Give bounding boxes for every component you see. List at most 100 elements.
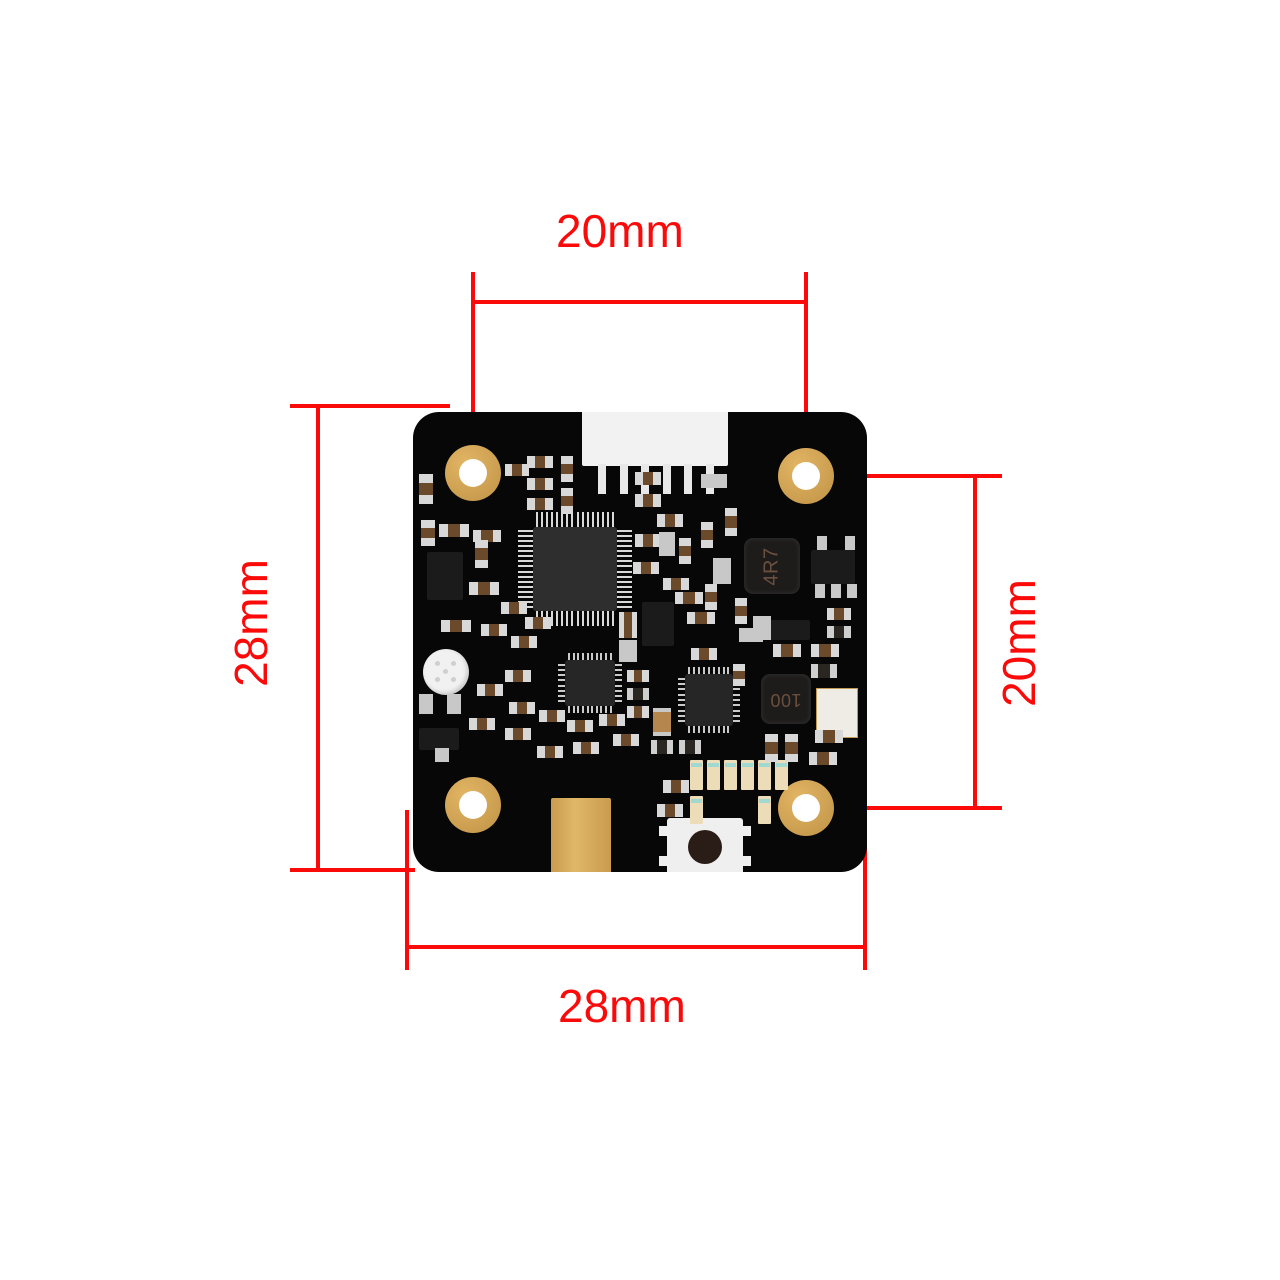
osd-pads-bottom — [687, 726, 731, 733]
smd-resistor — [599, 714, 625, 726]
smd-resistor-dark — [827, 626, 851, 638]
esc-pad-2 — [707, 760, 720, 790]
smd-resistor — [505, 670, 531, 682]
smd-resistor — [613, 734, 639, 746]
smd-resistor — [635, 472, 661, 485]
barometer-sensor — [423, 649, 469, 695]
dimension-line-left — [316, 404, 320, 872]
inductor-100: 100 — [761, 674, 811, 724]
smd-pad — [447, 694, 461, 714]
smd-resistor — [691, 648, 717, 660]
dimension-extension-top-right — [804, 272, 808, 476]
dimension-extension-top-left — [471, 272, 475, 472]
smd-capacitor-tan — [653, 712, 671, 732]
smd-resistor — [827, 608, 851, 620]
smd-pad — [435, 748, 449, 762]
smd-capacitor — [713, 558, 731, 584]
smd-resistor — [705, 584, 717, 610]
smd-resistor — [663, 578, 689, 590]
battery-solder-pad — [551, 798, 611, 872]
dimension-line-top — [471, 300, 808, 304]
esc-pad-3 — [724, 760, 737, 790]
mcu-pins-top — [536, 512, 614, 527]
smd-ic-small — [427, 552, 463, 600]
boot-button[interactable] — [667, 818, 743, 872]
pcb-board: 4R7 100 — [413, 412, 867, 872]
dimension-label-bottom: 28mm — [558, 980, 686, 1032]
smd-resistor-dark — [627, 688, 650, 700]
smd-resistor — [441, 620, 471, 632]
dimension-extension-bottom-left — [405, 810, 409, 970]
smd-resistor — [573, 742, 599, 754]
mounting-hole-bottom-left — [445, 777, 501, 833]
inductor-4r7: 4R7 — [744, 538, 800, 594]
smd-capacitor — [701, 474, 727, 488]
smd-resistor — [469, 718, 495, 730]
smd-resistor — [527, 498, 553, 510]
smd-resistor — [527, 478, 553, 490]
mcu-pins-bottom — [536, 611, 614, 626]
esc-pad-1 — [690, 760, 703, 790]
inductor-4r7-marking: 4R7 — [760, 546, 783, 586]
gyro-pads-right — [615, 662, 622, 704]
boot-button-leg-tl — [659, 826, 669, 836]
smd-resistor — [539, 710, 565, 722]
smd-resistor — [811, 644, 840, 657]
esc-pad-5 — [758, 760, 771, 790]
smd-resistor — [527, 456, 553, 468]
smd-resistor — [657, 804, 683, 817]
smd-resistor — [619, 612, 638, 638]
smd-resistor — [633, 562, 659, 574]
smd-resistor — [525, 617, 551, 629]
smd-resistor — [511, 636, 537, 648]
smd-resistor — [477, 684, 503, 696]
dimension-extension-left-top — [290, 404, 450, 408]
smd-resistor — [735, 598, 747, 624]
boot-button-leg-br — [741, 856, 751, 866]
smd-resistor — [475, 540, 488, 569]
smd-resistor — [561, 456, 573, 482]
esc-pad-4 — [741, 760, 754, 790]
smd-resistor — [505, 464, 529, 476]
dimension-extension-right-bottom — [806, 806, 1002, 810]
smd-resistor-dark — [679, 740, 702, 754]
smd-resistor — [439, 524, 469, 537]
esc-pad-8 — [758, 796, 771, 824]
smd-pad — [831, 584, 841, 598]
jst-connector — [582, 412, 728, 466]
dimension-line-bottom — [405, 945, 867, 949]
smd-resistor — [469, 582, 499, 595]
dimension-extension-bottom-right — [863, 812, 867, 970]
smd-resistor — [419, 474, 433, 504]
smd-resistor-dark — [651, 740, 674, 754]
smd-resistor — [627, 706, 649, 718]
smd-resistor — [627, 670, 649, 682]
smd-pad — [815, 584, 825, 598]
smd-pad — [817, 536, 827, 550]
mounting-hole-top-left — [445, 445, 501, 501]
smd-resistor — [815, 730, 844, 743]
smd-resistor — [785, 734, 798, 763]
boot-button-leg-bl — [659, 856, 669, 866]
smd-pad — [419, 694, 433, 714]
smd-resistor — [765, 734, 778, 763]
smd-resistor — [561, 488, 573, 514]
esc-pad-6 — [775, 760, 788, 790]
smd-resistor — [725, 508, 737, 537]
smd-resistor — [687, 612, 716, 624]
osd-chip — [685, 674, 733, 726]
smd-resistor — [635, 494, 661, 507]
boot-button-leg-tr — [741, 826, 751, 836]
mcu-pins-right — [617, 530, 632, 608]
smd-resistor — [679, 538, 691, 564]
gyro-chip — [565, 660, 615, 706]
smd-resistor — [421, 520, 435, 546]
esc-pad-7 — [690, 796, 703, 824]
dimension-label-right: 20mm — [992, 579, 1045, 707]
osd-pads-left — [678, 676, 685, 724]
smd-resistor — [481, 624, 507, 636]
smd-resistor — [773, 644, 802, 657]
mcu-chip — [533, 527, 617, 611]
smd-resistor — [505, 728, 531, 740]
dimension-extension-left-bottom — [290, 868, 415, 872]
